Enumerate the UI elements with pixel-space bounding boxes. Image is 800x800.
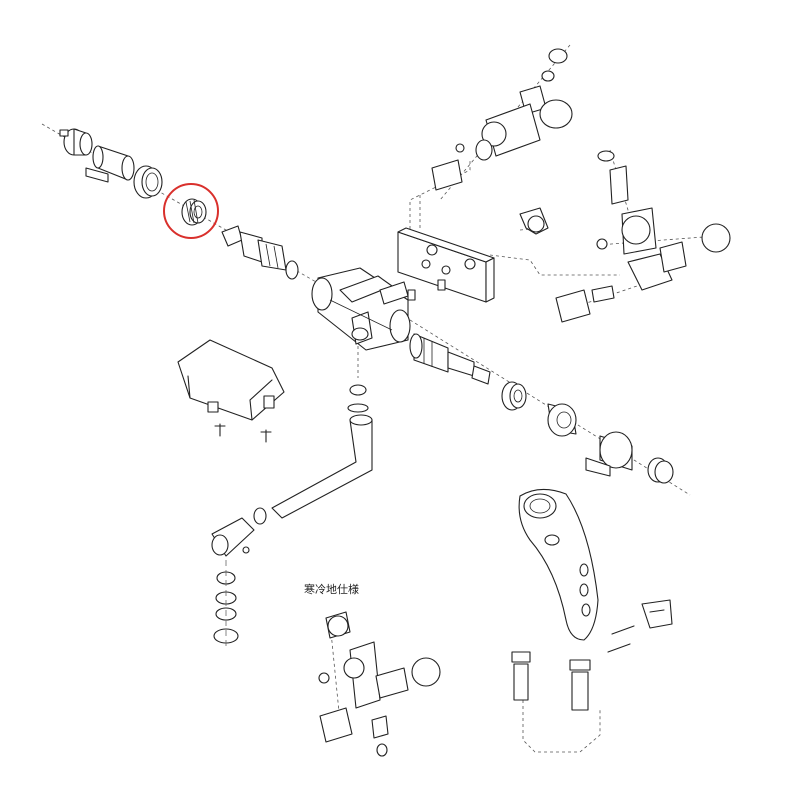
- wall-bracket: [397, 227, 495, 303]
- right-handle: [585, 431, 633, 477]
- cap-knob: [59, 128, 93, 156]
- threaded-ring: [181, 198, 207, 226]
- elbow-fitting: [519, 207, 549, 235]
- tee-assembly-top: [431, 48, 573, 191]
- highlight-circle: [163, 183, 219, 239]
- aerator-parts: [213, 560, 239, 650]
- spout-head: [211, 517, 255, 557]
- main-valve-body: [311, 267, 411, 351]
- right-cap: [647, 457, 674, 484]
- shower-hose-ends: [511, 651, 591, 711]
- cold-region-callout: 寒冷地仕様: [304, 583, 359, 596]
- assembly-axes: [41, 44, 731, 753]
- spout-pipe: [253, 384, 373, 525]
- cover-screws: [214, 423, 272, 443]
- outer-ring: [133, 165, 163, 199]
- hand-shower: [518, 488, 599, 641]
- tee-assembly-right: [555, 150, 731, 323]
- left-cartridge: [221, 225, 299, 280]
- valve-cover: [177, 339, 285, 421]
- right-cartridge: [409, 333, 491, 385]
- hook-screws: [607, 625, 635, 653]
- cold-region-assembly: [318, 611, 441, 757]
- right-ring: [501, 381, 527, 411]
- right-sleeve: [547, 403, 577, 437]
- handle-sleeve: [85, 145, 135, 183]
- shower-hook: [641, 599, 673, 629]
